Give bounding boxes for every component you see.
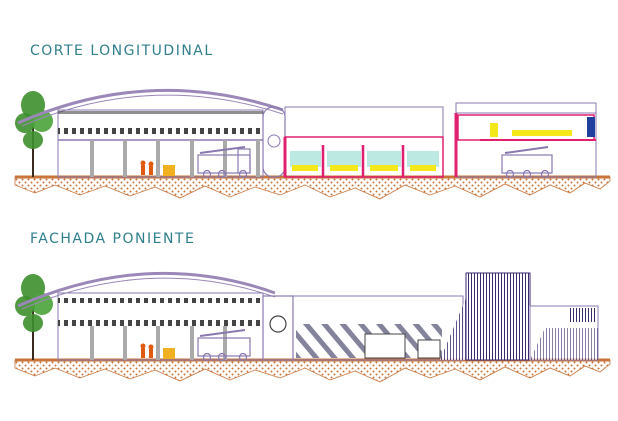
section-title-corte-longitudinal: CORTE LONGITUDINAL — [30, 43, 214, 59]
fire-truck-2-icon — [501, 146, 553, 179]
right-building-section — [454, 102, 597, 178]
right-facade-block — [529, 305, 599, 361]
ground-profile — [14, 176, 611, 200]
figures-and-boxes — [140, 343, 175, 359]
connector-wall — [262, 106, 286, 178]
facade-wall-panel — [262, 295, 294, 361]
west-facade-drawing — [14, 271, 611, 383]
tree-icon — [15, 91, 53, 177]
figures-and-boxes — [140, 160, 175, 176]
longitudinal-section-drawing — [14, 88, 611, 200]
fire-truck-icon — [197, 146, 251, 179]
hangar-structure — [57, 292, 264, 361]
arched-roof — [17, 271, 276, 308]
seating-rows — [292, 165, 436, 171]
tree-icon — [15, 274, 53, 360]
cylindrical-tower — [440, 272, 531, 361]
louvered-facade — [292, 295, 464, 361]
arched-roof — [17, 88, 284, 125]
hangar-structure — [57, 109, 264, 178]
section-title-fachada-poniente: FACHADA PONIENTE — [30, 231, 196, 247]
ground-profile — [14, 359, 611, 383]
central-section-cut — [283, 106, 444, 178]
fire-truck-icon — [197, 329, 251, 362]
